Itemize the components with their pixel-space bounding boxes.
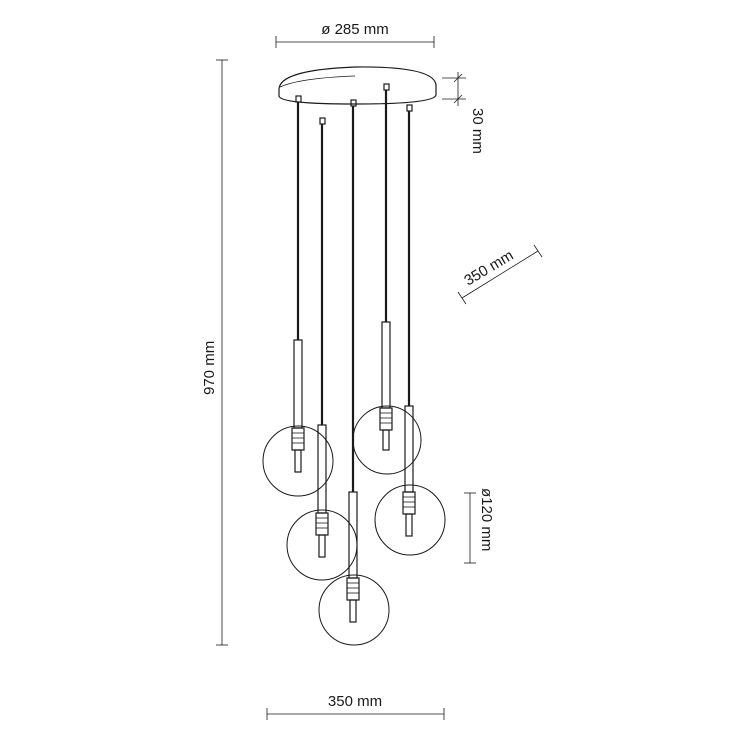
dimension-canopy-diameter: ø 285 mm <box>275 21 435 48</box>
spread-width-label: 350 mm <box>328 693 382 710</box>
dimension-total-height: 970 mm <box>201 59 228 646</box>
globe-diameter-label: ø120 mm <box>478 488 495 551</box>
canopy-height-label: 30 mm <box>469 108 486 154</box>
dimension-canopy-height: 30 mm <box>442 72 486 154</box>
total-height-label: 970 mm <box>201 341 218 395</box>
pendant-cords <box>296 90 411 492</box>
globe-pendant-2 <box>286 424 358 581</box>
dimension-spread-width: 350 mm <box>266 693 445 720</box>
canopy-diameter-label: ø 285 mm <box>321 21 389 38</box>
globe-pendant-5 <box>374 405 446 556</box>
dimension-spread-diagonal: 350 mm <box>457 244 543 305</box>
globe-pendant-1 <box>262 339 334 497</box>
dimension-globe-diameter: ø120 mm <box>464 488 495 564</box>
ceiling-canopy <box>278 66 437 125</box>
globe-pendant-3 <box>318 491 390 646</box>
globe-pendant-4 <box>352 321 422 475</box>
spread-diagonal-label: 350 mm <box>461 247 516 289</box>
